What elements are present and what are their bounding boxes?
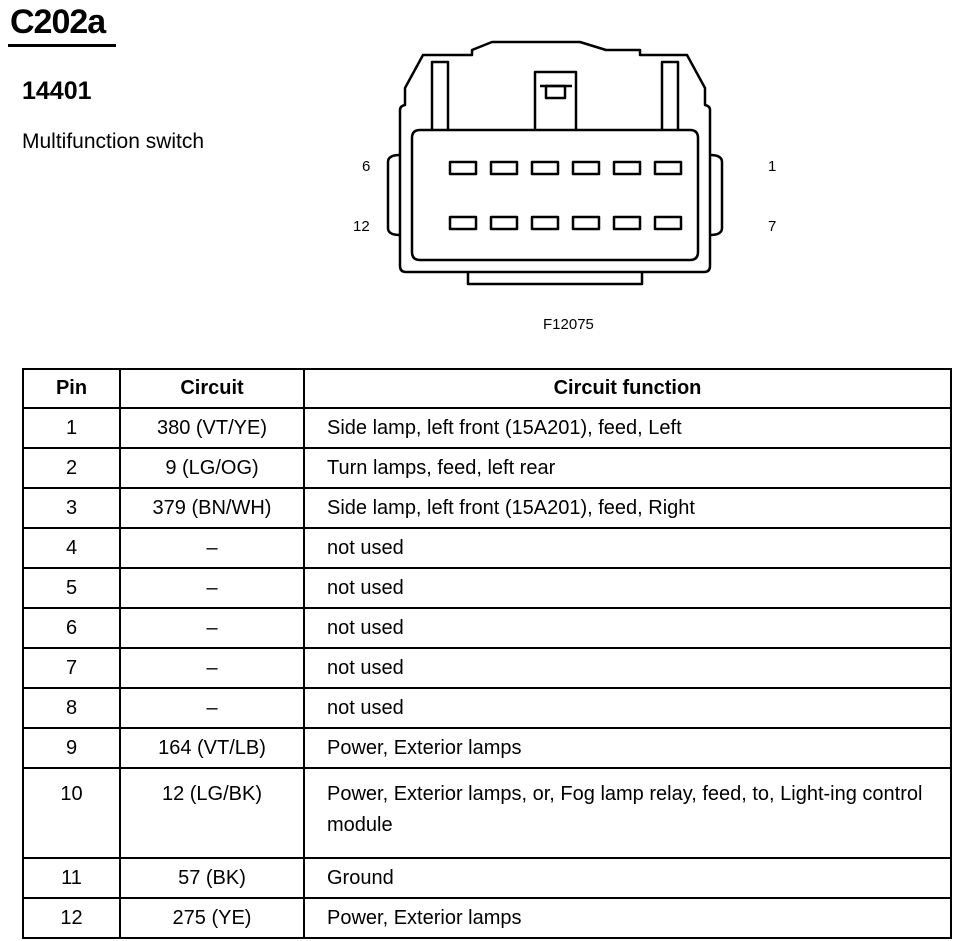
- circuit-cell: –: [119, 527, 305, 569]
- circuit-cell: –: [119, 647, 305, 689]
- pin-cell: 6: [22, 607, 121, 649]
- table-row: 3 379 (BN/WH) Side lamp, left front (15A…: [22, 487, 952, 529]
- table-row: 1 380 (VT/YE) Side lamp, left front (15A…: [22, 407, 952, 449]
- function-cell: not used: [303, 687, 952, 729]
- pin-cell: 11: [22, 857, 121, 899]
- pin-label-bottom-right: 7: [768, 218, 777, 235]
- right-latch: [660, 60, 680, 130]
- function-cell: Power, Exterior lamps: [303, 727, 952, 769]
- pin-terminal-10: [530, 215, 560, 231]
- circuit-cell: 379 (BN/WH): [119, 487, 305, 529]
- header-circuit-function: Circuit function: [303, 368, 952, 409]
- pinout-table: Pin Circuit Circuit function 1 380 (VT/Y…: [22, 368, 952, 939]
- connector-id: C202a: [10, 3, 106, 41]
- function-cell: not used: [303, 567, 952, 609]
- left-latch: [430, 60, 450, 130]
- circuit-cell: –: [119, 567, 305, 609]
- left-side-bump: [386, 153, 401, 237]
- circuit-cell: 275 (YE): [119, 897, 305, 939]
- circuit-cell: 57 (BK): [119, 857, 305, 899]
- header-pin: Pin: [22, 368, 121, 409]
- circuit-cell: 380 (VT/YE): [119, 407, 305, 449]
- pin-terminal-1: [653, 160, 683, 176]
- connector-id-underline: [8, 44, 116, 47]
- function-cell: Power, Exterior lamps: [303, 897, 952, 939]
- pin-cell: 10: [22, 767, 121, 859]
- center-lock-lever: [533, 70, 578, 130]
- pin-terminal-4: [530, 160, 560, 176]
- pin-terminal-3: [571, 160, 601, 176]
- pin-terminal-12: [448, 215, 478, 231]
- pin-cell: 1: [22, 407, 121, 449]
- table-row: 4 – not used: [22, 527, 952, 569]
- pin-terminal-8: [612, 215, 642, 231]
- table-header-row: Pin Circuit Circuit function: [22, 368, 952, 409]
- pin-terminal-7: [653, 215, 683, 231]
- pin-terminal-9: [571, 215, 601, 231]
- circuit-cell: 9 (LG/OG): [119, 447, 305, 489]
- pin-terminals-bottom-row: [448, 215, 683, 231]
- pin-label-bottom-left: 12: [353, 218, 370, 235]
- header-circuit: Circuit: [119, 368, 305, 409]
- part-number: 14401: [22, 77, 92, 105]
- function-cell: Ground: [303, 857, 952, 899]
- pin-cell: 9: [22, 727, 121, 769]
- circuit-cell: 164 (VT/LB): [119, 727, 305, 769]
- table-row: 9 164 (VT/LB) Power, Exterior lamps: [22, 727, 952, 769]
- function-cell: not used: [303, 647, 952, 689]
- function-cell: not used: [303, 607, 952, 649]
- function-cell: Power, Exterior lamps, or, Fog lamp rela…: [303, 767, 952, 859]
- pin-terminals-top-row: [448, 160, 683, 176]
- table-row: 12 275 (YE) Power, Exterior lamps: [22, 897, 952, 939]
- pin-terminal-6: [448, 160, 478, 176]
- pin-cell: 3: [22, 487, 121, 529]
- table-row: 6 – not used: [22, 607, 952, 649]
- table-row: 5 – not used: [22, 567, 952, 609]
- pin-label-top-left: 6: [362, 158, 371, 175]
- pin-cell: 5: [22, 567, 121, 609]
- circuit-cell: –: [119, 607, 305, 649]
- pin-terminal-2: [612, 160, 642, 176]
- table-row: 10 12 (LG/BK) Power, Exterior lamps, or,…: [22, 767, 952, 859]
- connector-inner-cavity: [410, 128, 700, 262]
- circuit-cell: 12 (LG/BK): [119, 767, 305, 859]
- pin-cell: 8: [22, 687, 121, 729]
- pin-cell: 7: [22, 647, 121, 689]
- pin-terminal-11: [489, 215, 519, 231]
- function-cell: Turn lamps, feed, left rear: [303, 447, 952, 489]
- table-row: 2 9 (LG/OG) Turn lamps, feed, left rear: [22, 447, 952, 489]
- pin-cell: 2: [22, 447, 121, 489]
- table-row: 11 57 (BK) Ground: [22, 857, 952, 899]
- connector-base-plate: [466, 272, 644, 286]
- function-cell: Side lamp, left front (15A201), feed, Ri…: [303, 487, 952, 529]
- function-cell: not used: [303, 527, 952, 569]
- pin-cell: 12: [22, 897, 121, 939]
- component-name: Multifunction switch: [22, 130, 205, 153]
- connector-diagram: [350, 40, 790, 305]
- connector-housing-outline: [398, 40, 712, 274]
- pin-label-top-right: 1: [768, 158, 777, 175]
- table-row: 8 – not used: [22, 687, 952, 729]
- pin-terminal-5: [489, 160, 519, 176]
- center-lock-window: [544, 84, 567, 100]
- circuit-cell: –: [119, 687, 305, 729]
- pin-cell: 4: [22, 527, 121, 569]
- figure-id: F12075: [543, 316, 594, 333]
- function-cell: Side lamp, left front (15A201), feed, Le…: [303, 407, 952, 449]
- table-row: 7 – not used: [22, 647, 952, 689]
- right-side-bump: [709, 153, 724, 237]
- connector-face-drawing: [386, 40, 724, 286]
